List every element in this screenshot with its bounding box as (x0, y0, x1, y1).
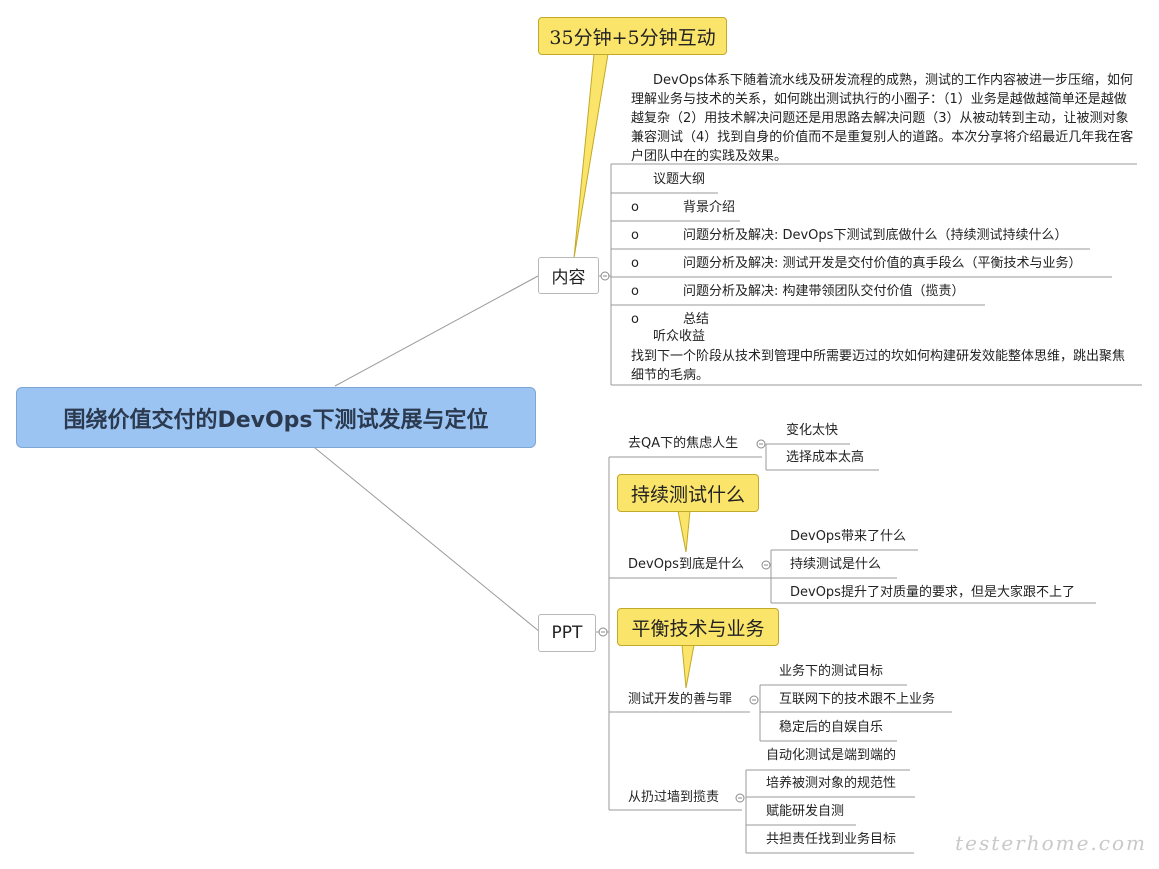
ppt-branch-devops[interactable]: DevOps到底是什么 (628, 557, 744, 572)
connector-root-content (334, 275, 539, 387)
ppt-leaf[interactable]: 赋能研发自测 (766, 804, 845, 819)
callout-timing-text: 35分钟+5分钟互动 (549, 26, 716, 49)
outline-title: 议题大纲 (653, 172, 706, 187)
benefit-title: 听众收益 (653, 329, 706, 344)
branch-ppt[interactable]: PPT (538, 614, 596, 652)
callout-balance[interactable]: 平衡技术与业务 (617, 608, 779, 646)
outline-title-node[interactable]: 议题大纲 (631, 172, 705, 188)
ppt-branch-qa-anxiety[interactable]: 去QA下的焦虑人生 (628, 436, 739, 451)
sub-bullet: o (631, 200, 639, 215)
ppt-leaf[interactable]: 自动化测试是端到端的 (766, 748, 897, 763)
outline-item-text: 问题分析及解决: DevOps下测试到底做什么（持续测试持续什么） (682, 228, 1068, 243)
callout-continuous-testing[interactable]: 持续测试什么 (617, 474, 759, 512)
branch-content-label: 内容 (551, 268, 586, 288)
ppt-leaf[interactable]: 持续测试是什么 (790, 557, 882, 572)
callout-balance-text: 平衡技术与业务 (631, 617, 765, 640)
outline-item-text: 总结 (682, 312, 709, 327)
outline-item-text: 问题分析及解决: 测试开发是交付价值的真手段么（平衡技术与业务） (682, 256, 1082, 271)
sub-bullet: o (631, 284, 639, 299)
ppt-leaf[interactable]: 选择成本太高 (786, 450, 865, 465)
outline-item[interactable]: o 问题分析及解决: DevOps下测试到底做什么（持续测试持续什么） (631, 228, 1067, 244)
connector-root-ppt (314, 447, 541, 633)
outline-item[interactable]: o 问题分析及解决: 测试开发是交付价值的真手段么（平衡技术与业务） (631, 256, 1081, 272)
branch-content[interactable]: 内容 (538, 257, 599, 294)
callout-continuous-text: 持续测试什么 (630, 483, 745, 506)
benefit-title-node[interactable]: 听众收益 (631, 329, 705, 345)
ppt-leaf[interactable]: 共担责任找到业务目标 (766, 832, 897, 847)
ppt-leaf[interactable]: DevOps带来了什么 (790, 529, 906, 544)
branch-ppt-label: PPT (551, 623, 583, 643)
callout-tail-balance (681, 644, 695, 689)
sub-bullet: o (631, 312, 639, 327)
callout-tail-timing (573, 53, 609, 259)
ppt-leaf[interactable]: 稳定后的自娱自乐 (779, 720, 884, 735)
content-intro-text: DevOps体系下随着流水线及研发流程的成熟，测试的工作内容被进一步压缩，如何理… (631, 73, 1134, 164)
watermark: testerhome.com (955, 831, 1147, 855)
ppt-branch-test-dev[interactable]: 测试开发的善与罪 (628, 692, 733, 707)
outline-item[interactable]: o 背景介绍 (631, 200, 735, 216)
benefit-text[interactable]: 找到下一个阶段从技术到管理中所需要迈过的坎如何构建研发效能整体思维，跳出聚焦细节… (631, 349, 1126, 383)
callout-timing[interactable]: 35分钟+5分钟互动 (538, 17, 727, 55)
outline-item[interactable]: o 总结 (631, 312, 709, 328)
ppt-branch-responsibility[interactable]: 从扔过墙到揽责 (628, 790, 720, 805)
root-topic[interactable]: 围绕价值交付的DevOps下测试发展与定位 (16, 387, 536, 448)
sub-bullet: o (631, 256, 639, 271)
outline-item-text: 背景介绍 (682, 200, 735, 215)
ppt-leaf[interactable]: DevOps提升了对质量的要求，但是大家跟不上了 (790, 585, 1075, 600)
root-title: 围绕价值交付的DevOps下测试发展与定位 (63, 407, 489, 433)
outline-item[interactable]: o 问题分析及解决: 构建带领团队交付价值（揽责） (631, 284, 964, 300)
ppt-leaf[interactable]: 互联网下的技术跟不上业务 (779, 692, 936, 707)
outline-item-text: 问题分析及解决: 构建带领团队交付价值（揽责） (682, 284, 965, 299)
sub-bullet: o (631, 228, 639, 243)
callout-tail-continuous (677, 510, 691, 553)
content-intro-node[interactable]: DevOps体系下随着流水线及研发流程的成熟，测试的工作内容被进一步压缩，如何理… (631, 71, 1136, 166)
ppt-leaf[interactable]: 业务下的测试目标 (779, 664, 884, 679)
ppt-leaf[interactable]: 变化太快 (786, 423, 839, 438)
ppt-leaf[interactable]: 培养被测对象的规范性 (766, 776, 897, 791)
